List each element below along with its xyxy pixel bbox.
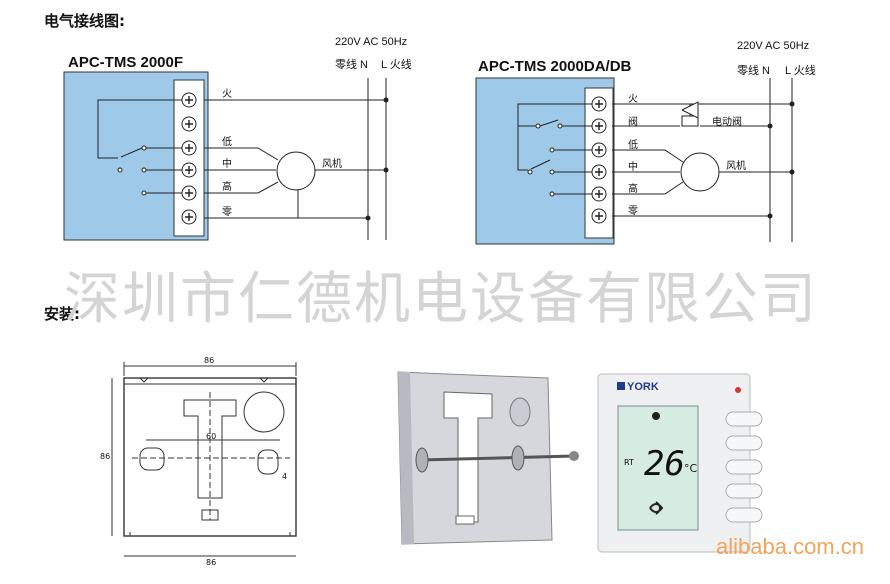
brand-mark-icon [617,382,625,390]
terminal-label-low-b: 低 [628,140,638,151]
dimension-small: 4 [282,472,288,481]
terminal-label-valve-b: 阀 [628,117,638,128]
fan-motor-a [276,151,316,191]
neutral-label-a: 零线 N [335,59,368,71]
model-title-b: APC-TMS 2000DA/DB [478,58,632,75]
terminal-label-mid-a: 中 [222,159,232,170]
fan-label-b: 风机 [726,161,746,172]
terminal-label-high-b: 高 [628,184,638,195]
fan-motor-b [680,152,720,192]
dimension-bottom: 86 [206,558,217,567]
terminal-label-live-a: 火 [222,89,232,100]
terminal-label-mid-b: 中 [628,162,638,173]
mounting-drawing [111,362,297,557]
terminal-label-high-a: 高 [222,182,232,193]
neutral-label-b: 零线 N [737,65,770,77]
thermostat-photo [597,373,763,553]
dimension-center: 60 [206,432,217,441]
wiring-section-title: 电气接线图: [44,12,125,30]
model-title-a: APC-TMS 2000F [68,54,184,71]
valve-actuator [681,115,699,127]
terminal-label-neutral-b: 零 [628,206,638,217]
valve-label: 电动阀 [712,117,742,128]
dimension-top: 86 [204,356,215,365]
terminal-label-low-a: 低 [222,137,232,148]
brand-logo: YORK [617,381,659,393]
supply-label-b: 220V AC 50Hz [737,40,810,52]
brand-text: YORK [627,381,659,393]
mounting-plate-photo [397,371,579,545]
install-section-title: 安装: [44,305,80,323]
fan-label-a: 风机 [322,159,342,170]
live-label-b: L 火线 [785,65,816,77]
dimension-side: 86 [100,452,111,461]
lcd-temperature: 26 [644,444,685,484]
lcd-unit: °C [684,462,698,475]
lcd-screen [617,405,699,531]
terminal-label-neutral-a: 零 [222,207,232,218]
live-label-a: L 火线 [381,59,412,71]
supply-label-a: 220V AC 50Hz [335,36,408,48]
lcd-mode-label: RT [624,458,634,467]
company-watermark: 深圳市仁德机电设备有限公司 [64,267,818,332]
terminal-label-live-b: 火 [628,94,638,105]
site-watermark: alibaba.com.cn [716,534,864,559]
